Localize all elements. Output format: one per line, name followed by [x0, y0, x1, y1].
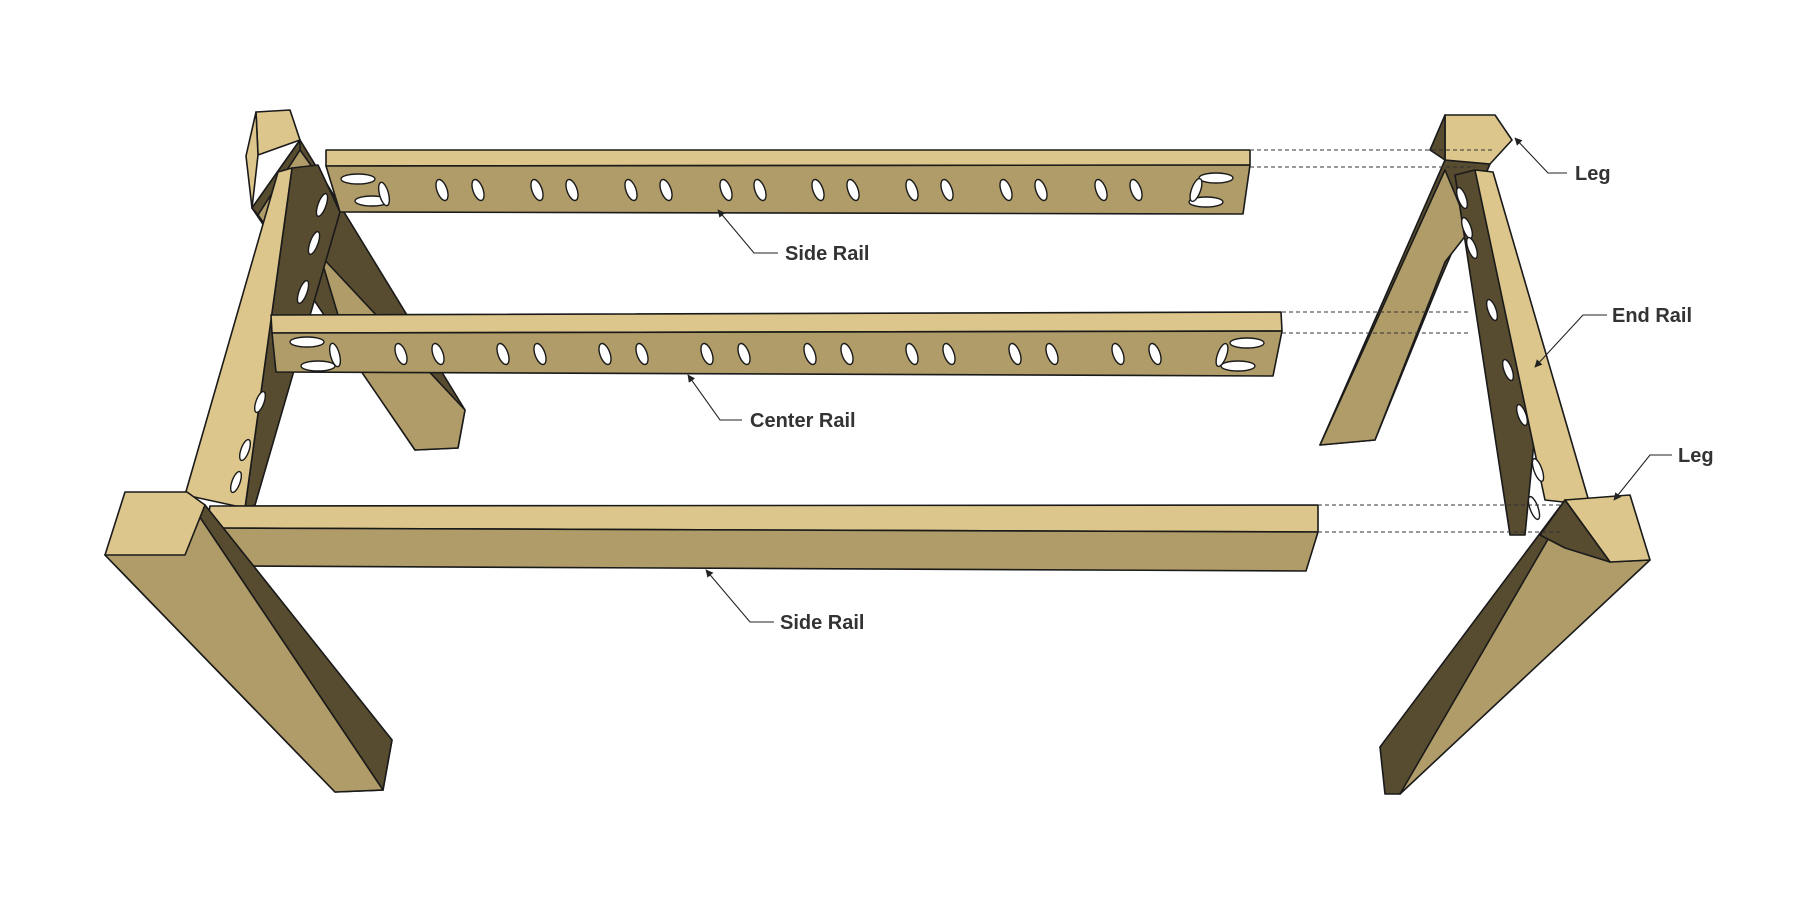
back-side-rail — [325, 149, 1251, 215]
alignment-lines — [1250, 149, 1560, 533]
callout-leg-lower: Leg — [1613, 445, 1714, 501]
label-leg-lower: Leg — [1678, 445, 1714, 467]
callout-end-rail: End Rail — [1534, 305, 1692, 368]
pocket-holes-center-rail — [289, 336, 1265, 372]
callout-side-rail-back: Side Rail — [717, 209, 869, 265]
label-side-rail-front: Side Rail — [780, 612, 864, 634]
right-end-rail — [1454, 169, 1591, 536]
label-side-rail-back: Side Rail — [785, 243, 869, 265]
front-right-leg — [1379, 494, 1651, 795]
callout-side-rail-front: Side Rail — [705, 569, 864, 634]
callout-center-rail: Center Rail — [687, 374, 856, 432]
pocket-holes-right-end-rail — [1455, 186, 1545, 521]
label-leg-upper: Leg — [1575, 163, 1611, 185]
callout-leg-upper: Leg — [1514, 137, 1611, 185]
front-side-rail — [205, 504, 1319, 572]
label-end-rail: End Rail — [1612, 305, 1692, 327]
pocket-holes-back-rail — [340, 172, 1234, 208]
front-left-leg — [104, 491, 393, 793]
label-center-rail: Center Rail — [750, 410, 856, 432]
center-rail — [270, 311, 1283, 377]
back-right-leg — [1319, 114, 1513, 446]
